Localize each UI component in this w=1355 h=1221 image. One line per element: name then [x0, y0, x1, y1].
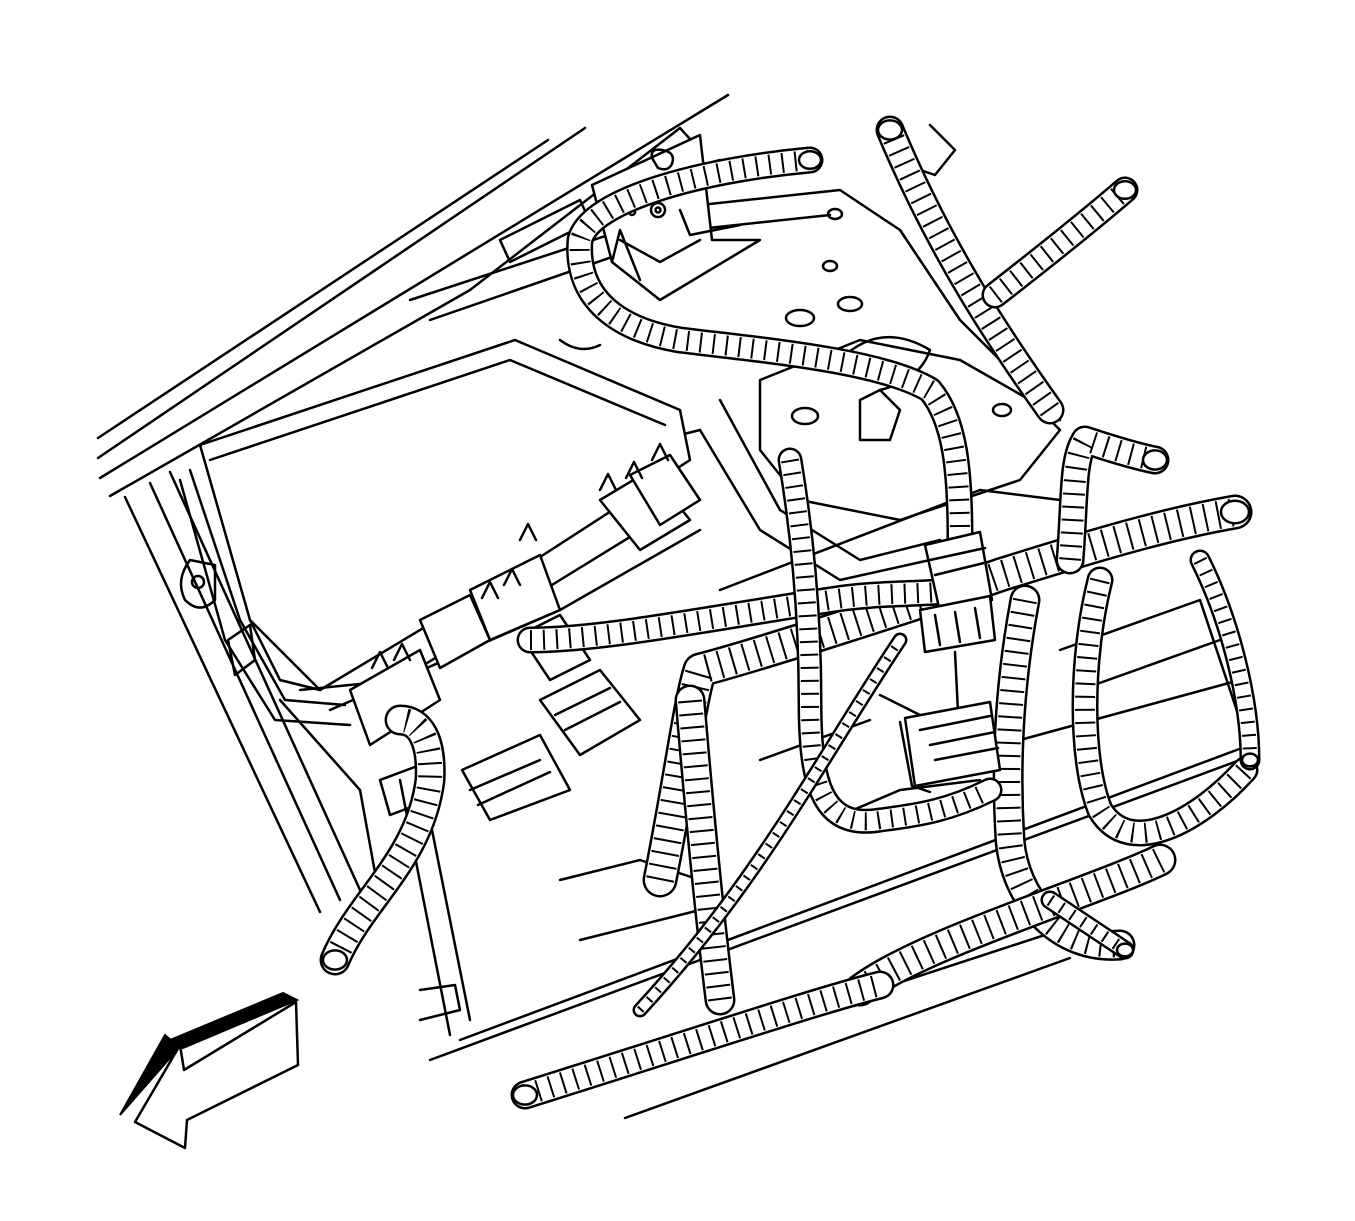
tube-end-cap	[1141, 449, 1169, 471]
fender-panel	[96, 93, 957, 914]
tube-end-cap	[1115, 942, 1135, 958]
wiring-harness	[319, 115, 1261, 1110]
harness-right-stub	[1055, 425, 1170, 575]
harness-right-drop	[992, 584, 1136, 961]
tube-end-cap	[876, 119, 904, 141]
harness-up-branch	[981, 176, 1139, 309]
harness-far-right	[1071, 566, 1259, 847]
tube-end-cap	[321, 949, 349, 971]
harness-left-drop	[319, 704, 446, 976]
harness-drop-left	[674, 684, 736, 1016]
tube-end-cap	[511, 1084, 539, 1106]
tube-end-cap	[797, 149, 823, 171]
direction-arrow	[119, 991, 300, 1150]
harness-thin-diag	[632, 632, 908, 1018]
harness-edge	[1189, 549, 1261, 771]
electrical-connector	[878, 530, 1002, 794]
harness-upper-loop	[566, 146, 974, 554]
tube-end-cap	[1240, 752, 1260, 768]
tube-end-cap	[1219, 499, 1251, 525]
harness-bottom	[510, 970, 895, 1110]
fuse-relay-box	[178, 338, 702, 902]
harness-cross	[516, 576, 974, 654]
tube-end-cap	[1112, 179, 1138, 201]
harness-up-right	[875, 115, 1065, 425]
